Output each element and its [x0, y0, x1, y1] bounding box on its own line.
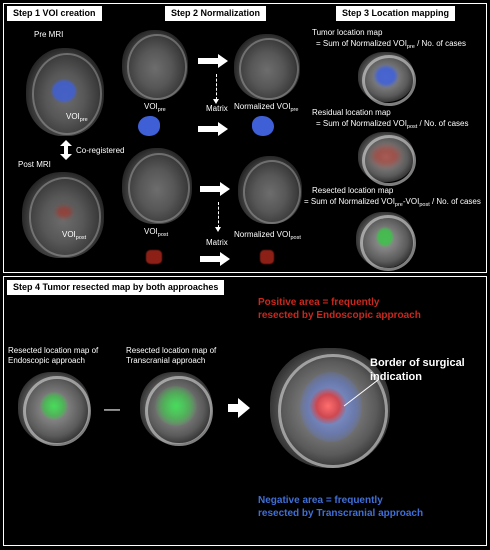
- endoscopic-resected-overlay: [40, 392, 68, 420]
- voi-pre-to-normalized-arrow: [198, 122, 228, 136]
- normalize-pre-arrow: [198, 54, 228, 68]
- normalized-pre-scan: [234, 34, 300, 101]
- normalized-post-scan: [238, 156, 302, 224]
- top-panel-frame: [3, 3, 487, 273]
- step2-voi-pre-label: VOIpre: [144, 102, 166, 113]
- resected-map-formula: = Sum of Normalized VOIpre-VOIpost / No.…: [304, 197, 481, 208]
- result-arrow: [228, 398, 250, 418]
- border-surgical-indication-text: Border of surgical indication: [370, 357, 465, 383]
- matrix-bottom-arrow: [215, 202, 221, 232]
- residual-location-atlas: [358, 132, 417, 186]
- voi-post-to-normalized-arrow: [200, 252, 230, 266]
- step2-label: Step 2 Normalization: [165, 6, 267, 21]
- normalized-post-label: Normalized VOIpost: [234, 230, 301, 241]
- step1-label: Step 1 VOI creation: [7, 6, 102, 21]
- step2-voi-post-label: VOIpost: [144, 227, 169, 238]
- step2-voi-pre-shape: [138, 116, 160, 136]
- step2-voi-post-shape: [146, 250, 162, 264]
- matrix-top-arrow: [213, 74, 219, 104]
- tumor-map-formula: = Sum of Normalized VOIpre / No. of case…: [316, 39, 467, 50]
- negative-area-text: Negative area = frequently resected by T…: [258, 495, 424, 519]
- matrix-top-label: Matrix: [206, 104, 228, 113]
- residual-location-overlay: [372, 146, 400, 166]
- matrix-bottom-label: Matrix: [206, 238, 228, 247]
- pre-tumor-voi: [52, 80, 76, 102]
- bottom-panel-frame: [3, 276, 487, 546]
- residual-map-title: Residual location map: [312, 108, 391, 117]
- voi-pre-label: VOIpre: [66, 112, 88, 123]
- resected-location-overlay: [377, 228, 393, 246]
- post-residual-voi: [56, 206, 72, 218]
- step3-label: Step 3 Location mapping: [336, 6, 456, 21]
- step2-post-scan: [122, 148, 192, 224]
- tumor-location-overlay: [375, 66, 397, 86]
- normalized-voi-post-shape: [260, 250, 274, 264]
- positive-area-text: Positive area = frequently resected by E…: [258, 297, 421, 321]
- border-pointer-line: [343, 379, 379, 407]
- co-registered-label: Co-registered: [76, 146, 125, 155]
- post-mri-label: Post MRI: [18, 160, 51, 169]
- endoscopic-map-label: Resected location map of Endoscopic appr…: [8, 346, 99, 365]
- tumor-map-title: Tumor location map: [312, 28, 383, 37]
- resected-map-title: Resected location map: [312, 186, 394, 195]
- normalize-post-arrow: [200, 182, 230, 196]
- pre-mri-label: Pre MRI: [34, 30, 64, 39]
- transcranial-resected-overlay: [155, 386, 197, 426]
- minus-sign: —: [104, 401, 120, 418]
- positive-area-overlay: [310, 388, 346, 424]
- voi-post-label: VOIpost: [62, 230, 87, 241]
- residual-map-formula: = Sum of Normalized VOIpost / No. of cas…: [316, 119, 469, 130]
- endoscopic-atlas: [18, 372, 91, 447]
- co-registered-arrow: [60, 140, 72, 160]
- transcranial-map-label: Resected location map of Transcranial ap…: [126, 346, 217, 365]
- step2-pre-scan: [122, 30, 188, 100]
- step4-label: Step 4 Tumor resected map by both approa…: [7, 280, 225, 295]
- normalized-voi-pre-shape: [252, 116, 274, 136]
- normalized-pre-label: Normalized VOIpre: [234, 102, 299, 113]
